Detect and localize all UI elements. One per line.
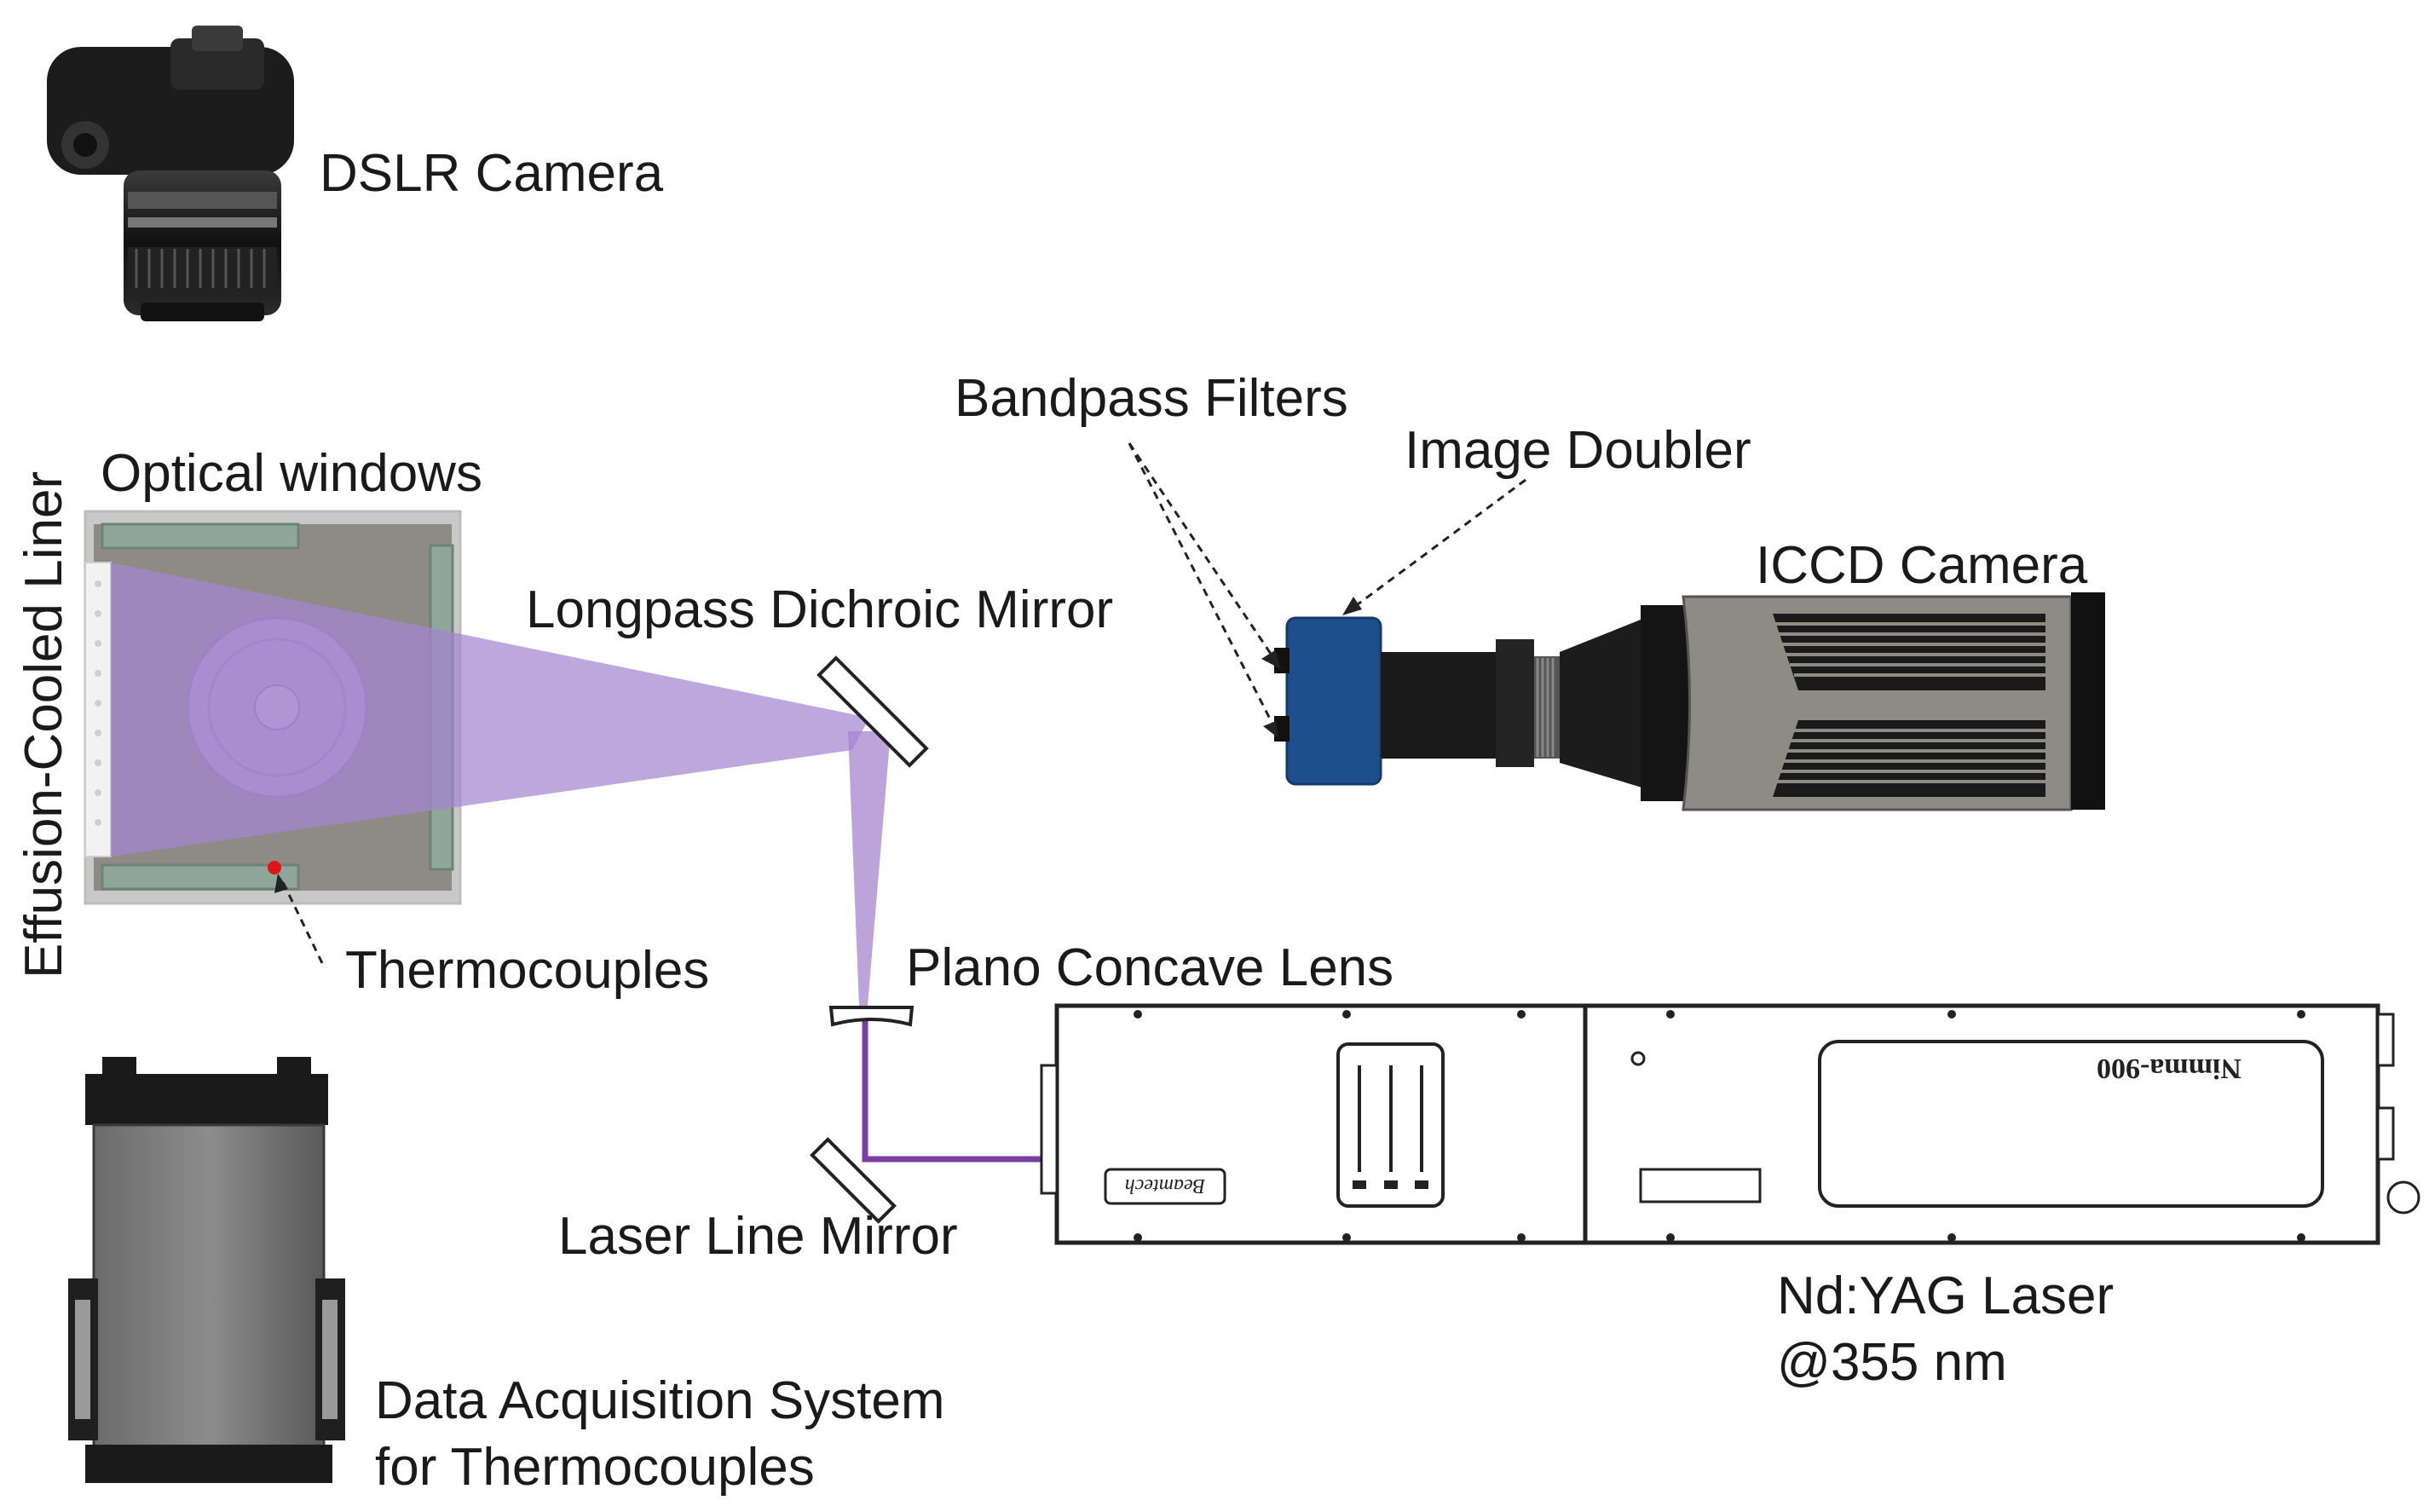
label-plano-concave-lens: Plano Concave Lens (906, 938, 1394, 997)
laser-sheet-vertical (848, 731, 891, 1006)
label-effusion-cooled-liner: Effusion-Cooled Liner (14, 470, 73, 978)
laser-model-text: Nimma-900 (2097, 1053, 2241, 1084)
longpass-dichroic-mirror (816, 655, 929, 768)
data-acquisition-system-icon (68, 1057, 345, 1483)
label-dslr-camera: DSLR Camera (320, 144, 664, 203)
dslr-camera-icon (47, 26, 294, 321)
label-thermocouples: Thermocouples (345, 941, 710, 1000)
label-for-thermocouples: for Thermocouples (375, 1438, 815, 1497)
image-doubler-icon (1285, 616, 1382, 786)
plano-concave-lens (828, 1006, 914, 1027)
optical-window-bottom (101, 863, 300, 891)
bandpass-leader-2 (1128, 442, 1276, 728)
iccd-camera-icon (1274, 592, 2105, 811)
laser-beam-uv (862, 1010, 1041, 1163)
thermocouple-dot (268, 861, 281, 874)
label-laser-line-mirror: Laser Line Mirror (558, 1207, 958, 1266)
bandpass-leader-1 (1128, 442, 1276, 660)
label-optical-windows: Optical windows (101, 444, 482, 503)
leader-lines (281, 442, 1526, 964)
laser-brand-text: Beamtech (1125, 1174, 1206, 1197)
label-image-doubler: Image Doubler (1405, 421, 1751, 480)
label-nd-yag-laser: Nd:YAG Laser (1777, 1267, 2115, 1325)
leader-arrowheads (274, 597, 1362, 893)
optical-window-top (101, 522, 300, 550)
thermocouple-leader (281, 881, 324, 964)
label-bandpass-filters: Bandpass Filters (955, 369, 1348, 428)
laser-light-sheet (111, 563, 869, 857)
label-data-acquisition-system: Data Acquisition System (375, 1371, 945, 1430)
nd-yag-laser-icon: Beamtech Nimma-900 (1040, 1003, 2420, 1245)
image-doubler-leader (1350, 478, 1526, 611)
effusion-cooled-liner (84, 562, 112, 857)
laser-line-mirror (810, 1137, 897, 1224)
label-laser-wavelength: @355 nm (1777, 1333, 2007, 1392)
label-iccd-camera: ICCD Camera (1756, 536, 2088, 595)
label-longpass-dichroic-mirror: Longpass Dichroic Mirror (526, 580, 1114, 639)
